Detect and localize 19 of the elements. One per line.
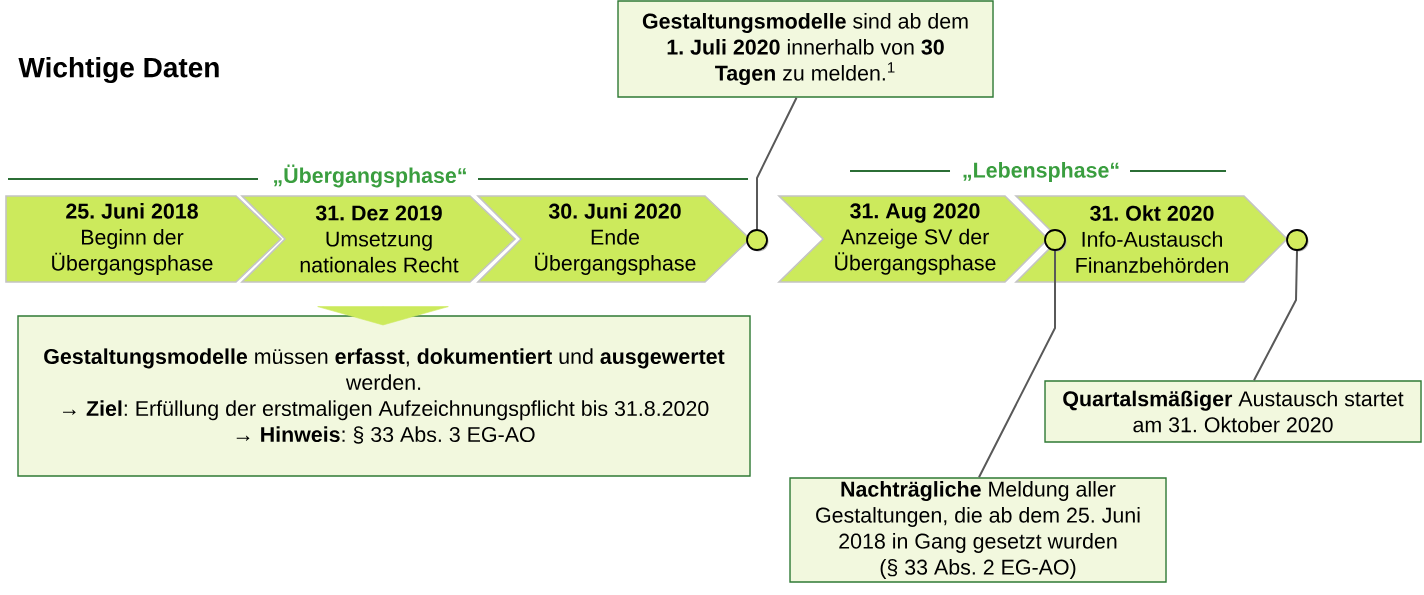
note-box: Gestaltungsmodelle müssen erfasst, dokumentiert und ausgewertet werden. → Ziel: Erfüllung der erstmaligen Aufzeichnungspflicht bis 31.8.2020 → Hinweis: § 33 Abs. 3 EG-AO <box>17 315 751 477</box>
chevron-step: 30. Juni 2020 Ende Übergangsphase <box>476 195 752 283</box>
milestone-dot <box>1286 229 1309 252</box>
chevron-step: 31. Dez 2019 Umsetzung nationales Recht <box>240 195 517 283</box>
note-box: Gestaltungsmodelle sind ab dem 1. Juli 2020 innerhalb von 30 Tagen zu melden.$^{1}$ <box>617 0 994 98</box>
leader-line <box>756 96 798 231</box>
milestone-dot <box>746 229 769 252</box>
chevron-step: 25. Juni 2018 Beginn der Übergangsphase <box>5 195 283 283</box>
phase-label: „Lebensphase“ <box>963 162 1119 182</box>
title: Wichtige Daten <box>18 56 219 84</box>
milestone-dot <box>1044 229 1067 252</box>
phase-label: „Übergangsphase“ <box>274 164 466 188</box>
leader-line <box>1253 249 1298 382</box>
note-box: Nachträgliche Meldung aller Gestaltungen, die ab dem 25. Juni 2018 in Gang gesetzt wurden (§ 33 Abs. 2 EG-AO) <box>789 477 1167 583</box>
note-box: Quartalsmäßiger Austausch startet am 31. Oktober 2020 <box>1044 380 1422 443</box>
chevron-step: 31. Aug 2020 Anzeige SV der Übergangsphase <box>777 195 1050 283</box>
pointer-triangle <box>317 305 449 326</box>
leader-line <box>978 249 1056 479</box>
chevron-step: 31. Okt 2020 Info-Austausch Finanzbehörden <box>1014 195 1289 283</box>
